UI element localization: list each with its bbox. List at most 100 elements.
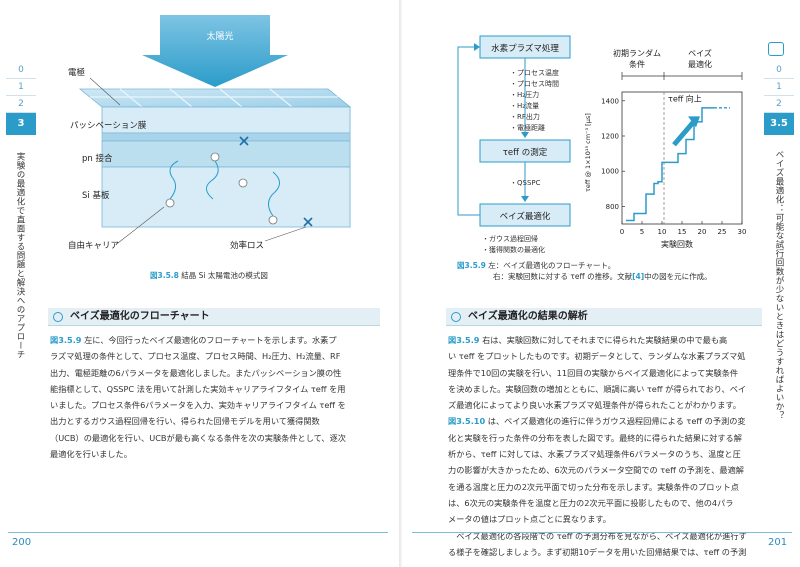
phase-bayes-label-b: 最適化 — [688, 59, 712, 69]
right-side-heading: ベイズ最適化：可能な試行回数が少ないときはどうすればよいか？ — [774, 150, 784, 420]
left-body-text: 図3.5.9 左に、今回行ったベイズ最適化のフローチャートを示します。水素プ ラ… — [50, 332, 380, 462]
right-para-line: 図3.5.9 右は、実験回数に対してそれまでに得られた実験結果の中で最も高 — [448, 335, 728, 345]
svg-text:・ガウス過程回帰: ・ガウス過程回帰 — [482, 234, 538, 243]
bayes-flowchart: 水素プラズマ処理 ・プロセス温度 ・プロセス時間 ・H₂圧力 ・H₂流量 ・RF… — [457, 35, 571, 254]
right-para-line: を決めました。実験回数の増加とともに、順調に高い τeff が得られており、ベイ — [448, 383, 747, 394]
svg-text:・プロセス温度: ・プロセス温度 — [510, 68, 559, 77]
x-axis-label: 実験回数 — [661, 239, 693, 249]
y-tick-label: 1000 — [601, 168, 619, 176]
right-chapter-tabs: 0 1 2 3.5 — [764, 62, 794, 135]
section-title: ベイズ最適化のフローチャート — [70, 311, 210, 322]
tab-chapter-2[interactable]: 2 — [764, 96, 794, 113]
right-para-line: 図3.5.10 は、ベイズ最適化の進行に伴うガウス過程回帰による τeff の予… — [448, 416, 746, 427]
right-para-line: メータの値はプロット点ごとに異なります。 — [448, 514, 611, 525]
solar-cell-figure: 太陽光 電極 パッシベーション膜 pn 接合 Si 基板 自由キャリア 効率ロス — [68, 15, 352, 251]
free-carrier-label: 自由キャリア — [68, 240, 119, 251]
x-tick-label: 0 — [620, 228, 624, 236]
left-para-line: （UCB）の最適化を行い、UCBが最も高くなる条件を次の実験条件として、逐次 — [50, 432, 346, 443]
right-figure-caption: 図3.5.9 左：ベイズ最適化のフローチャート。 右：実験回数に対する τeff… — [457, 261, 712, 281]
left-para-line: 図3.5.9 左に、今回行ったベイズ最適化のフローチャートを示します。水素プ — [50, 335, 337, 345]
phase-initial-label-a: 初期ランダム — [613, 48, 661, 58]
right-para-line: 理条件で10回の実験を行い、11回目の実験からベイズ最適化によって実験条件 — [448, 367, 739, 378]
loss-marks — [239, 136, 313, 227]
section-bullet-icon — [53, 312, 63, 322]
efficiency-loss-label: 効率ロス — [230, 240, 264, 251]
right-para-line: は、6次元の実験条件を温度と圧力の2次元平面に投影したもので、他の4パラ — [448, 497, 734, 508]
svg-text:・RF出力: ・RF出力 — [510, 112, 540, 121]
tab-chapter-0[interactable]: 0 — [6, 62, 36, 79]
figure-reference-link[interactable]: 図3.5.9 — [50, 335, 82, 345]
sunlight-arrow — [142, 15, 288, 87]
svg-text:・獲得関数の最適化: ・獲得関数の最適化 — [482, 245, 545, 254]
figure-reference-link[interactable]: 図3.5.10 — [448, 416, 486, 427]
right-para-line: ズ最適化によってより良い水素プラズマ処理条件が得られたことがわかります。 — [448, 400, 741, 411]
left-para-line: いました。プロセス条件6パラメータを入力、実効キャリアライフタイム τeff を — [50, 400, 346, 411]
page-spine — [399, 0, 402, 567]
svg-text:水素プラズマ処理: 水素プラズマ処理 — [491, 43, 559, 54]
y-axis-label: τeff @ 1×10¹⁵ cm⁻³ [μs] — [584, 113, 592, 192]
section-icon — [768, 42, 784, 56]
x-tick-label: 20 — [698, 228, 707, 236]
left-para-line: 出力、電極距離の6パラメータを最適化しました。またパッシベーション膜の性 — [50, 367, 342, 378]
left-side-heading: 実験の最適化で直面する問題と解決へのアプローチ — [15, 152, 25, 359]
right-footer-rule — [412, 532, 792, 533]
right-para-line: 析から、τeff に対しては、水素プラズマ処理条件6パラメータのうち、温度と圧 — [448, 449, 741, 460]
section-heading-flowchart: ベイズ最適化のフローチャート — [48, 308, 380, 326]
right-para-line: ベイズ最適化の各段階での τeff の予測分布を見ながら、ベイズ最適化が進行す — [448, 530, 747, 541]
x-tick-label: 5 — [640, 228, 644, 236]
passivation-label: パッシベーション膜 — [70, 120, 147, 131]
svg-text:・H₂圧力: ・H₂圧力 — [510, 90, 539, 99]
caption-label: 図3.5.8 — [150, 271, 179, 280]
pn-junction-label: pn 接合 — [82, 153, 113, 164]
right-para-line: 化と実験を行った条件の分布を表した図です。最終的に得られた結果に対する解 — [448, 432, 742, 443]
caption-text: 結晶 Si 太陽電池の模式図 — [181, 271, 268, 280]
si-substrate-label: Si 基板 — [82, 190, 110, 201]
right-page-number: 201 — [768, 537, 788, 548]
y-tick-label: 1400 — [601, 97, 619, 105]
electrode-label: 電極 — [68, 67, 86, 78]
right-para-line: い τeff をプロットしたものです。初期データとして、ランダムな水素プラズマ処 — [448, 351, 746, 362]
tab-chapter-1[interactable]: 1 — [6, 79, 36, 96]
svg-text:・電極距離: ・電極距離 — [510, 123, 545, 132]
y-tick-label: 1200 — [601, 133, 619, 141]
improvement-arrow-head — [688, 116, 700, 128]
tab-chapter-1[interactable]: 1 — [764, 79, 794, 96]
passivation-top-face — [78, 88, 352, 108]
phase-bayes-label-a: ベイズ — [688, 48, 712, 58]
tab-chapter-0[interactable]: 0 — [764, 62, 794, 79]
section-heading-analysis: ベイズ最適化の結果の解析 — [446, 308, 762, 326]
left-page-number: 200 — [12, 537, 32, 548]
section-title: ベイズ最適化の結果の解析 — [468, 311, 588, 322]
x-tick-label: 25 — [718, 228, 727, 236]
tab-section-current[interactable]: 3.5 — [764, 113, 794, 135]
svg-text:・プロセス時間: ・プロセス時間 — [510, 80, 559, 88]
plot-frame — [621, 91, 743, 225]
caption-label: 図3.5.9 — [457, 261, 486, 270]
figure-reference-link[interactable]: 図3.5.9 — [448, 335, 480, 345]
svg-text:・QSSPC: ・QSSPC — [510, 179, 541, 187]
left-para-line: 最適化を行いました。 — [50, 449, 132, 460]
x-tick-label: 15 — [678, 228, 687, 236]
left-chapter-tabs: 0 1 2 3 — [6, 62, 36, 135]
right-body-text: 図3.5.9 右は、実験回数に対してそれまでに得られた実験結果の中で最も高 い … — [448, 332, 760, 560]
left-para-line: 能指標として、QSSPC 法を用いて計測した実効キャリアライフタイム τeff … — [50, 383, 346, 394]
tab-chapter-2[interactable]: 2 — [6, 96, 36, 113]
y-tick-label: 800 — [606, 203, 619, 211]
citation-link[interactable]: [4] — [632, 272, 645, 281]
x-tick-label: 10 — [658, 228, 667, 236]
x-tick-label: 30 — [738, 228, 747, 236]
svg-text:ベイズ最適化: ベイズ最適化 — [500, 211, 551, 222]
phase-initial-label-b: 条件 — [629, 59, 645, 69]
improvement-arrow-shaft — [672, 119, 696, 147]
improvement-label: τeff 向上 — [668, 94, 702, 104]
tab-chapter-current[interactable]: 3 — [6, 113, 36, 135]
left-footer-rule — [8, 532, 388, 533]
tau-eff-chart: 初期ランダム 条件 ベイズ 最適化 0 5 10 15 20 25 30 800 1000 120… — [584, 48, 747, 249]
svg-text:・H₂流量: ・H₂流量 — [510, 101, 539, 110]
right-para-line: 力の影響が大きかったため、6次元のパラメータ空間での τeff の予測を、最適解 — [448, 465, 744, 476]
sunlight-label: 太陽光 — [206, 30, 233, 42]
left-figure-caption: 図3.5.8 結晶 Si 太陽電池の模式図 — [150, 270, 268, 281]
svg-text:τeff の測定: τeff の測定 — [503, 147, 548, 158]
left-para-line: 出力とするガウス過程回帰を行い、得られた回帰モデルを用いて獲得関数 — [50, 416, 320, 427]
tau-eff-step-line — [626, 107, 714, 222]
